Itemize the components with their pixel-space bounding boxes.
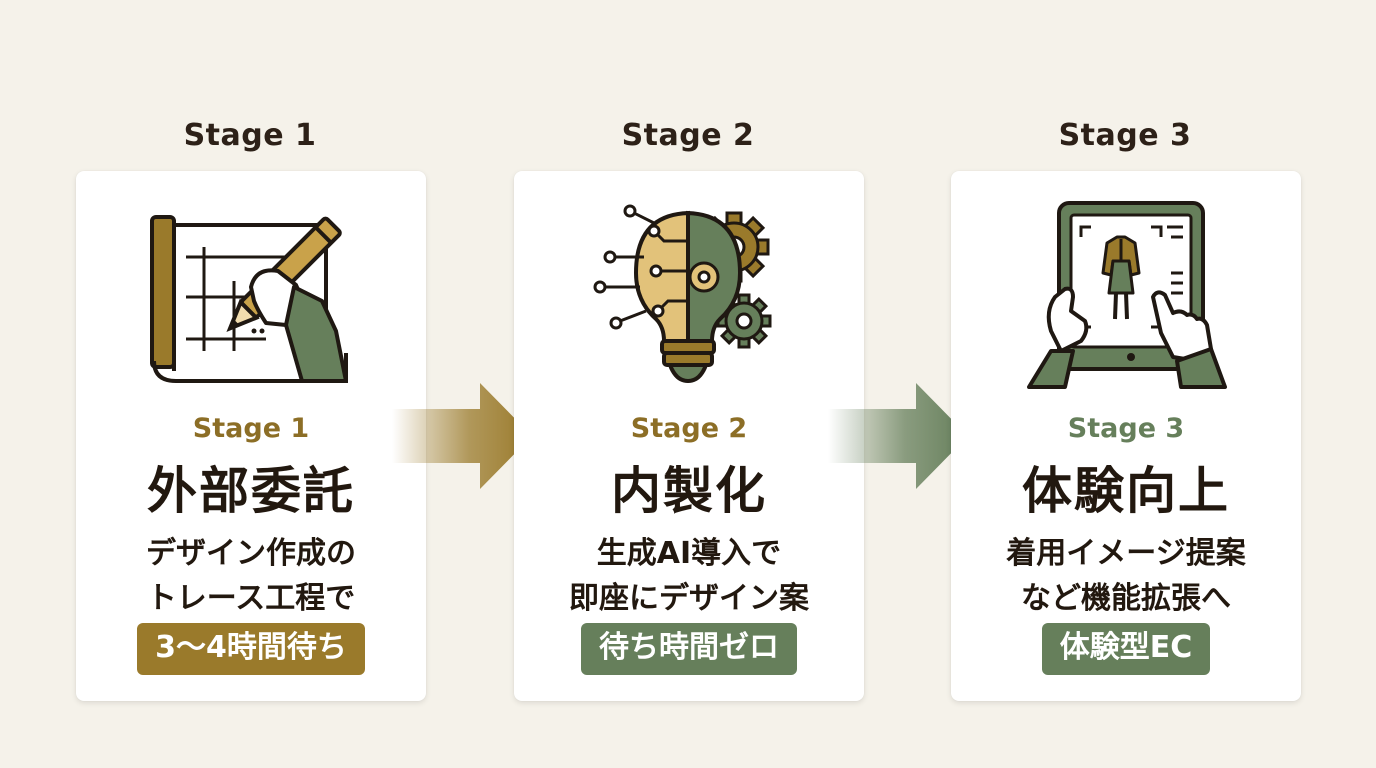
ai-lightbulb-gears-icon bbox=[514, 201, 864, 391]
stage-2-sub-label: Stage 2 bbox=[630, 413, 748, 444]
stage-3-heading: 体験向上 bbox=[1022, 462, 1230, 520]
blueprint-pencil-icon bbox=[76, 201, 426, 391]
stage-2-title: Stage 2 bbox=[621, 118, 755, 153]
stage-1-heading: 外部委託 bbox=[147, 462, 355, 520]
stage-1-sub-label: Stage 1 bbox=[192, 413, 310, 444]
stage-3-description: 着用イメージ提案 など機能拡張へ bbox=[961, 531, 1291, 621]
arrow-right-icon bbox=[392, 383, 532, 489]
stage-3-badge: 体験型EC bbox=[1041, 623, 1211, 675]
stage-2-badge: 待ち時間ゼロ bbox=[581, 623, 797, 675]
stage-2-description: 生成AI導入で 即座にデザイン案 bbox=[524, 531, 854, 621]
stage-2-card: Stage 2 内製化 生成AI導入で 即座にデザイン案 待ち時間ゼロ bbox=[514, 171, 864, 701]
stage-3-card: Stage 3 体験向上 着用イメージ提案 など機能拡張へ 体験型EC bbox=[951, 171, 1301, 701]
stage-2-heading: 内製化 bbox=[611, 462, 767, 520]
stage-3-desc-line-1: 着用イメージ提案 bbox=[1006, 536, 1246, 571]
tablet-fashion-icon bbox=[951, 201, 1301, 391]
stage-2-desc-line-1: 生成AI導入で bbox=[596, 536, 782, 571]
stage-1-desc-line-1: デザイン作成の bbox=[146, 536, 356, 571]
stage-1-badge: 3〜4時間待ち bbox=[137, 623, 365, 675]
stage-3-desc-line-2: など機能拡張へ bbox=[1021, 581, 1231, 616]
stage-3-title: Stage 3 bbox=[1058, 118, 1192, 153]
stage-1-desc-line-2: トレース工程で bbox=[146, 581, 356, 616]
stage-1-card: Stage 1 外部委託 デザイン作成の トレース工程で 3〜4時間待ち bbox=[76, 171, 426, 701]
stage-2-desc-line-2: 即座にデザイン案 bbox=[569, 581, 809, 616]
stage-1-title: Stage 1 bbox=[183, 118, 317, 153]
stage-1-description: デザイン作成の トレース工程で bbox=[86, 531, 416, 621]
arrow-right-icon bbox=[828, 383, 968, 489]
stage-3-sub-label: Stage 3 bbox=[1067, 413, 1185, 444]
